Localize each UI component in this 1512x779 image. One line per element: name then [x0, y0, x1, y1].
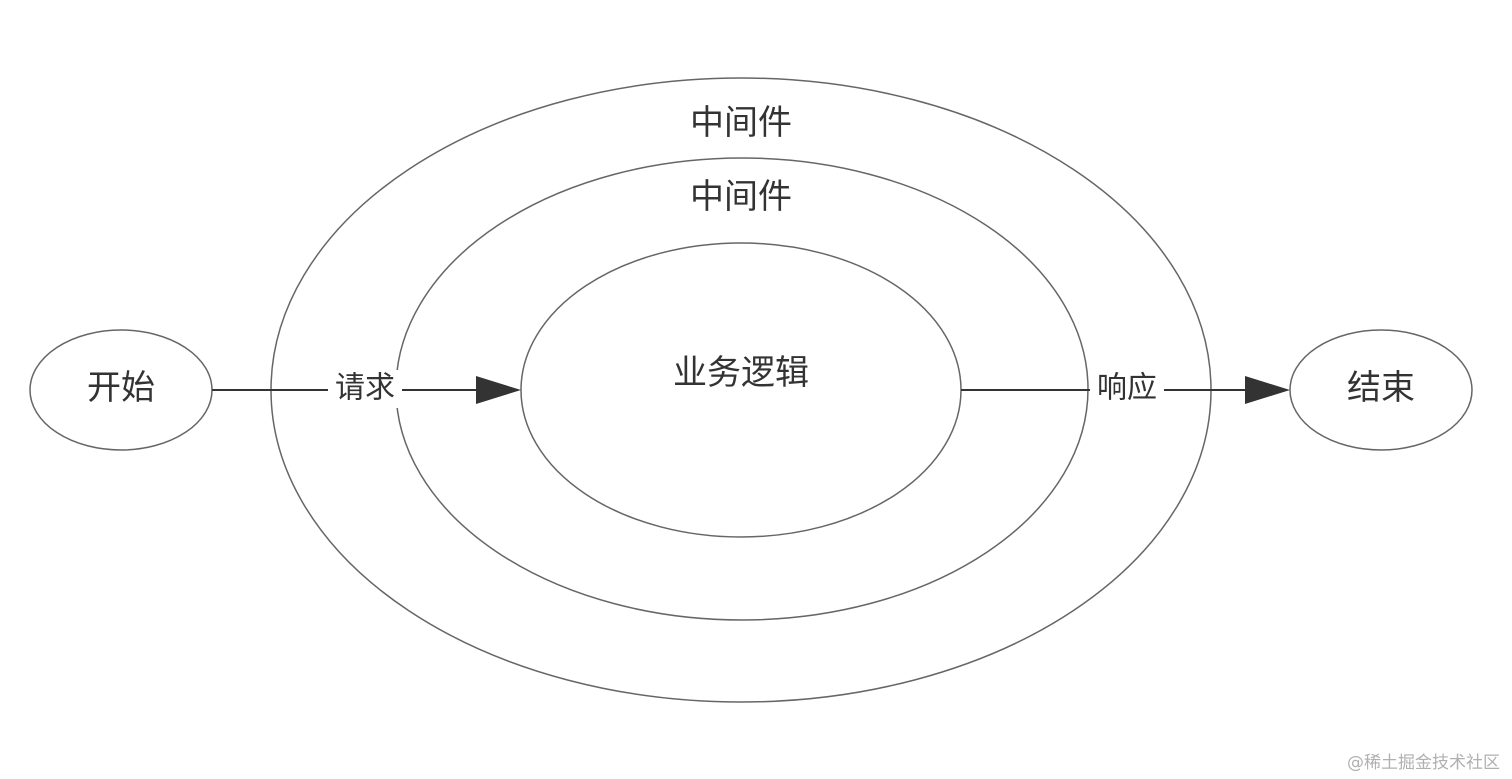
response-arrowhead	[1245, 376, 1290, 404]
request-arrowhead	[476, 376, 521, 404]
response-label: 响应	[1097, 371, 1157, 406]
end-label: 结束	[1347, 368, 1415, 408]
request-label: 请求	[335, 371, 395, 406]
inner-middleware-label: 中间件	[690, 177, 792, 217]
outer-middleware-label: 中间件	[690, 103, 792, 143]
business-logic-label: 业务逻辑	[673, 353, 809, 393]
watermark: @稀土掘金技术社区	[1347, 753, 1500, 773]
start-label: 开始	[87, 368, 155, 408]
